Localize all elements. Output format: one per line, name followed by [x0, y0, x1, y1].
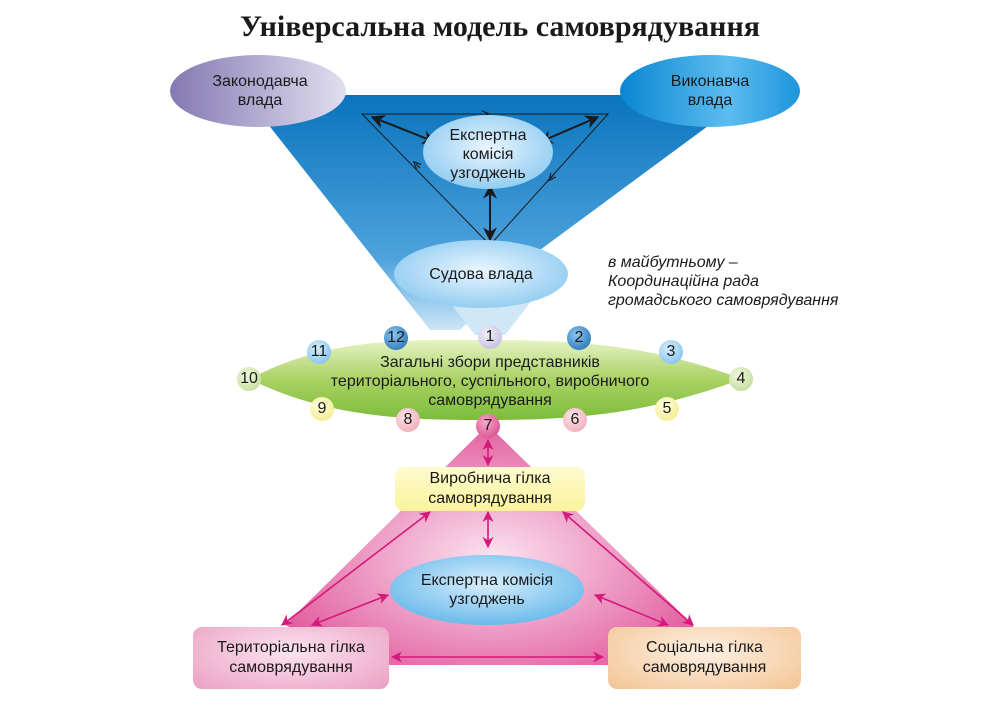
member-badge-5: 5: [655, 397, 679, 421]
social-line-2: самоврядування: [642, 659, 767, 676]
arrow-legislative-expert: [370, 115, 437, 144]
arrow-production-territorial: [281, 511, 431, 626]
arrow-expert-social: [593, 593, 670, 627]
production-branch-box: Виробнича гілка самоврядування: [395, 467, 585, 511]
legislative-line-2: влада: [237, 92, 283, 109]
expert-top-line-2: комісія: [462, 146, 514, 163]
arrow-production-social: [562, 511, 694, 626]
executive-label: Виконавча влада: [640, 72, 780, 110]
social-branch-box: Соціальна гілка самоврядування: [608, 627, 801, 689]
expert-commission-bottom-ellipse: [390, 555, 584, 625]
expert-commission-top-ellipse: [423, 115, 553, 189]
assembly-line-2: територіального, суспільного, виробничог…: [330, 373, 650, 390]
expert-bottom-line-1: Експертна комісія: [420, 572, 554, 589]
cycle-arrow-left: [416, 164, 420, 168]
expert-bottom-line-2: узгоджень: [449, 591, 525, 608]
judicial-ellipse: [394, 240, 568, 308]
legislative-ellipse: [170, 55, 346, 127]
top-funnel: [245, 95, 750, 330]
territorial-line-2: самоврядування: [229, 659, 353, 676]
executive-line-1: Виконавча: [670, 73, 750, 90]
social-line-1: Соціальна гілка: [646, 639, 763, 656]
territorial-line-1: Територіальна гілка: [217, 639, 365, 656]
member-badge-11: 11: [307, 340, 331, 364]
expert-top-line-1: Експертна: [449, 127, 527, 144]
future-note: в майбутньому – Координаційна рада грома…: [608, 253, 838, 310]
assembly-label: Загальні збори представників територіаль…: [290, 353, 690, 410]
member-badge-12: 12: [384, 326, 408, 350]
expert-top-line-3: узгоджень: [450, 165, 526, 182]
assembly-ellipse: [250, 339, 742, 420]
production-line-2: самоврядування: [428, 490, 552, 507]
member-badge-8: 8: [396, 408, 420, 432]
territorial-branch-box: Територіальна гілка самоврядування: [193, 627, 389, 689]
note-line-2: Координаційна рада: [608, 273, 759, 290]
cycle-arrow-right: [551, 172, 555, 178]
member-badge-3: 3: [659, 340, 683, 364]
production-line-1: Виробнича гілка: [429, 470, 551, 487]
judicial-label: Судова влада: [429, 266, 533, 283]
member-badge-1: 1: [478, 325, 502, 349]
legislative-line-1: Законодавча: [212, 73, 308, 90]
member-badge-2: 2: [567, 326, 591, 350]
executive-ellipse: [620, 55, 800, 127]
expert-commission-bottom-label: Експертна комісія узгоджень: [405, 571, 569, 609]
expert-commission-top-label: Експертна комісія узгоджень: [418, 126, 558, 183]
member-badge-7: 7: [476, 414, 500, 438]
executive-line-2: влада: [687, 92, 733, 109]
arrow-executive-expert: [538, 115, 600, 144]
page-title: Універсальна модель самоврядування: [240, 10, 760, 43]
member-badge-9: 9: [310, 397, 334, 421]
assembly-line-3: самоврядування: [428, 392, 552, 409]
note-line-3: громадського самоврядування: [608, 292, 839, 309]
note-line-1: в майбутньому –: [608, 254, 738, 271]
member-badge-10: 10: [237, 367, 261, 391]
member-badge-6: 6: [563, 408, 587, 432]
arrow-expert-territorial: [310, 593, 390, 627]
assembly-line-1: Загальні збори представників: [380, 354, 600, 371]
legislative-label: Законодавча влада: [190, 72, 330, 110]
member-badge-4: 4: [729, 367, 753, 391]
